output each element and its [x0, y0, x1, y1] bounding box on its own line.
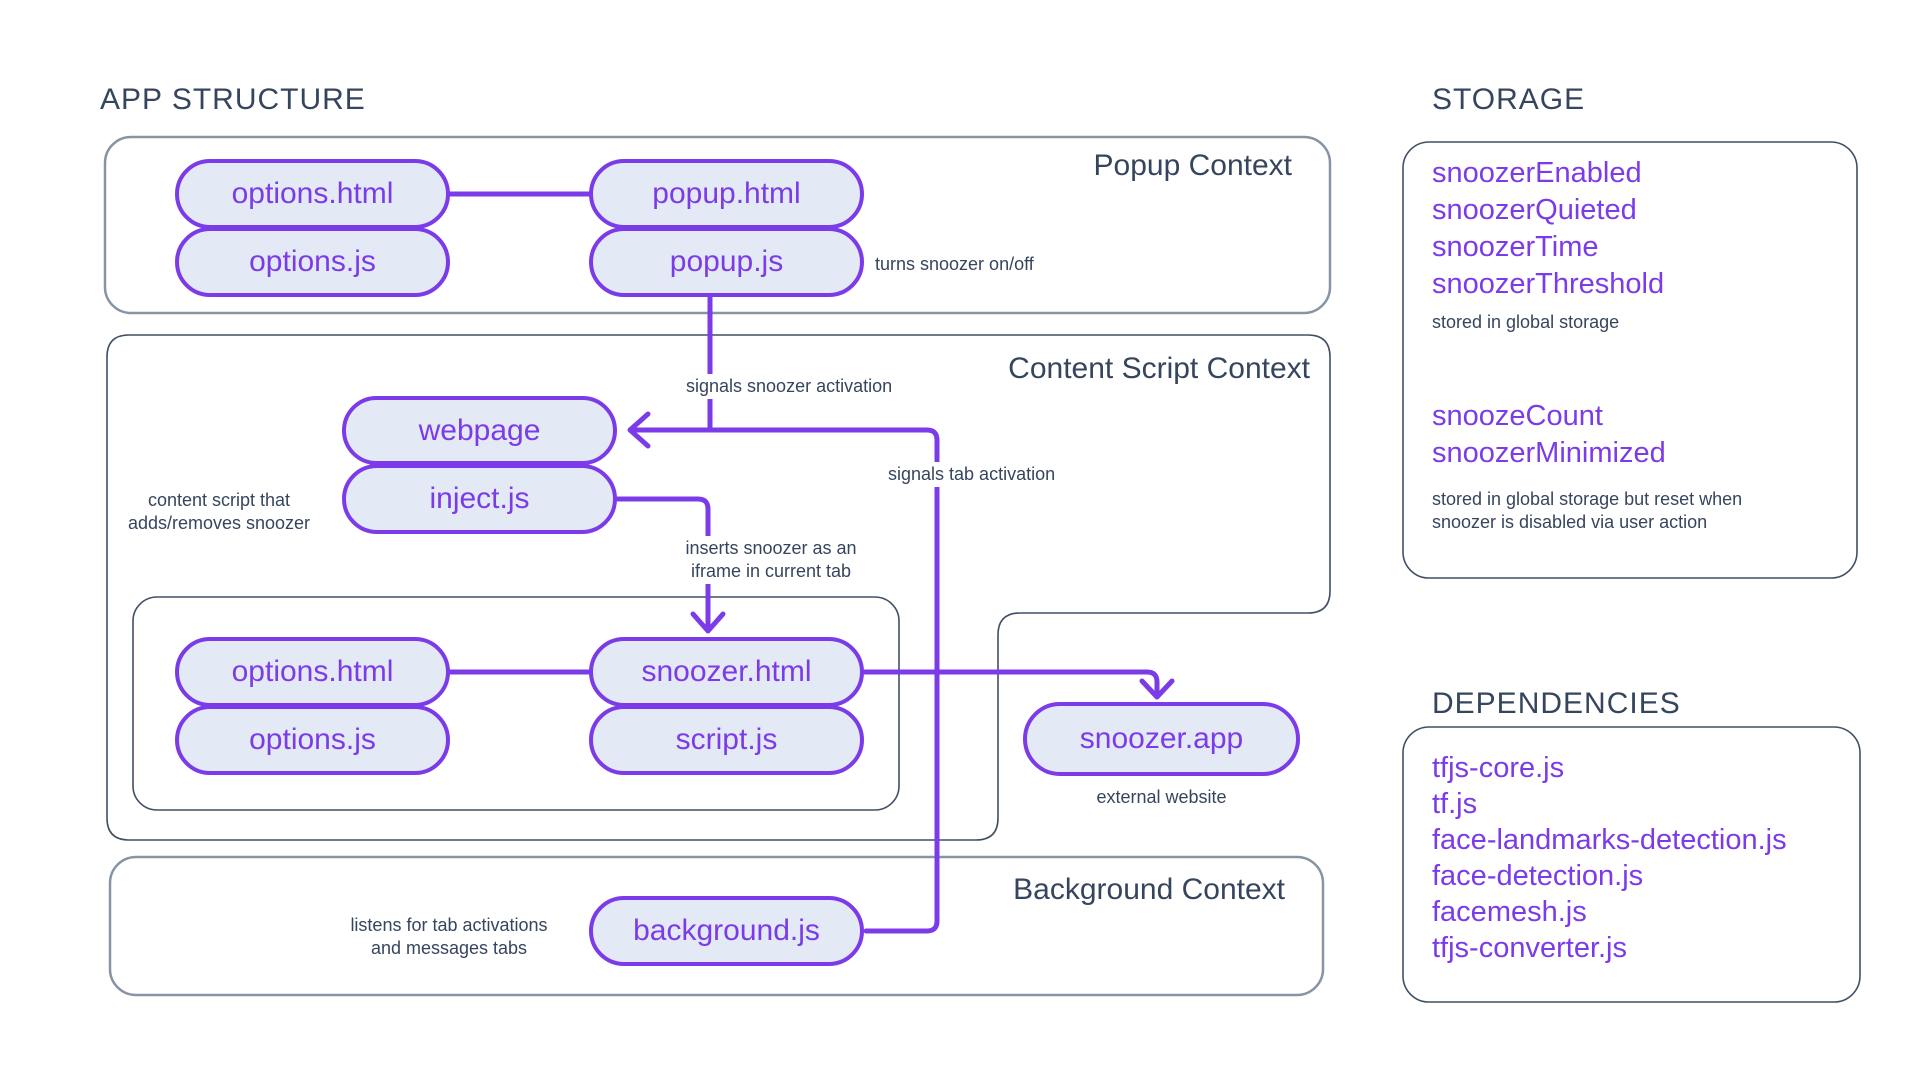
node-snoozer-html: snoozer.html [589, 637, 864, 707]
node-popup-html: popup.html [589, 159, 864, 229]
note-inserts-snoozer: inserts snoozer as an iframe in current … [656, 536, 886, 584]
dependency-item: tfjs-core.js [1432, 752, 1565, 784]
dependency-item: facemesh.js [1432, 896, 1587, 928]
content-script-context-box [106, 334, 1331, 841]
storage-key: snoozeCount [1432, 400, 1603, 432]
storage-key: snoozerTime [1432, 231, 1599, 263]
note-content-script-line1: content script that [147, 490, 291, 510]
app-structure-title: APP STRUCTURE [100, 83, 366, 116]
note-content-script: content script that adds/removes snoozer [105, 489, 333, 535]
note-external-website: external website [1096, 787, 1227, 807]
note-listens-tabs-line2: and messages tabs [370, 938, 528, 958]
note-content-script-line2: adds/removes snoozer [127, 513, 311, 533]
node-snoozer-app: snoozer.app [1023, 702, 1300, 776]
popup-context-label: Popup Context [1093, 149, 1292, 182]
arrowhead-into-snoozerapp [1139, 678, 1175, 700]
storage-group2: snoozeCount snoozerMinimized [1432, 398, 1666, 472]
dependencies-panel-box [1402, 726, 1861, 1003]
note-signals-tab-activation: signals tab activation [884, 462, 1060, 487]
dependencies-list: tfjs-core.js tf.js face-landmarks-detect… [1432, 750, 1787, 966]
node-background-js: background.js [589, 896, 864, 966]
background-context-label: Background Context [1013, 873, 1285, 906]
storage-key: snoozerEnabled [1432, 157, 1642, 189]
note-inserts-snoozer-line1: inserts snoozer as an [685, 538, 857, 558]
dependency-item: tf.js [1432, 788, 1478, 820]
storage-key: snoozerMinimized [1432, 437, 1666, 469]
note-signals-snoozer-activation: signals snoozer activation [682, 374, 897, 399]
node-popup-options-html: options.html [175, 159, 450, 229]
link-injectjs-snoozer [614, 496, 711, 632]
storage-panel-box [1402, 141, 1858, 579]
storage-group2-note-line1: stored in global storage but reset when [1432, 489, 1743, 509]
link-backgroundjs-webpage [631, 427, 940, 934]
arrowhead-into-snoozerhtml [690, 611, 726, 634]
node-webpage: webpage [342, 396, 617, 465]
node-cs-options-js: options.js [175, 705, 450, 775]
dependency-item: tfjs-converter.js [1432, 932, 1627, 964]
note-listens-tabs: listens for tab activations and messages… [334, 914, 564, 960]
node-script-js: script.js [589, 705, 864, 775]
node-inject-js: inject.js [342, 464, 617, 534]
popup-context-box [103, 135, 1332, 315]
storage-title: STORAGE [1432, 83, 1586, 116]
storage-group1: snoozerEnabled snoozerQuieted snoozerTim… [1432, 155, 1664, 303]
storage-group2-note-line2: snoozer is disabled via user action [1432, 512, 1708, 532]
content-script-context-label: Content Script Context [1008, 352, 1310, 385]
link-snoozer-app [861, 669, 1160, 696]
node-popup-options-js: options.js [175, 227, 450, 297]
dependency-item: face-landmarks-detection.js [1432, 824, 1787, 856]
snoozer-iframe-box [132, 596, 900, 811]
note-inserts-snoozer-line2: iframe in current tab [690, 561, 852, 581]
note-listens-tabs-line1: listens for tab activations [350, 915, 548, 935]
dependency-item: face-detection.js [1432, 860, 1644, 892]
storage-group2-note: stored in global storage but reset when … [1432, 488, 1742, 534]
node-cs-options-html: options.html [175, 637, 450, 707]
dependencies-title: DEPENDENCIES [1432, 687, 1681, 720]
note-turns-snoozer: turns snoozer on/off [875, 254, 1034, 274]
storage-key: snoozerThreshold [1432, 268, 1665, 300]
node-popup-js: popup.js [589, 227, 864, 297]
storage-key: snoozerQuieted [1432, 194, 1637, 226]
arrowhead-into-webpage [627, 411, 651, 449]
background-context-box [108, 855, 1325, 997]
storage-group1-note: stored in global storage [1432, 312, 1620, 332]
